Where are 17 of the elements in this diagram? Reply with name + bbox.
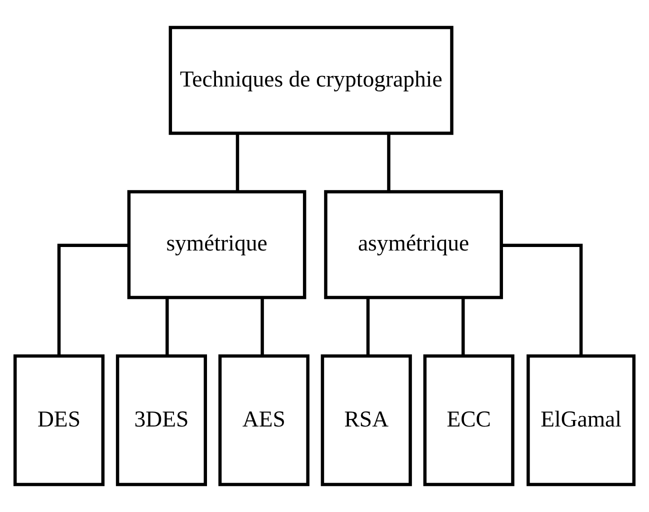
node-box: AES	[218, 354, 310, 486]
connector	[502, 244, 583, 356]
node-box: symétrique	[127, 190, 306, 300]
connector	[57, 244, 129, 356]
node-box: ElGamal	[526, 354, 636, 486]
connector	[387, 133, 390, 192]
node-box: RSA	[320, 354, 412, 486]
connector	[462, 298, 465, 356]
connector	[166, 298, 169, 356]
node-box: Techniques de cryptographie	[168, 26, 454, 135]
node-box: DES	[13, 354, 105, 486]
node-box: ECC	[423, 354, 514, 486]
connector	[366, 298, 370, 356]
connector	[236, 133, 240, 192]
connector	[260, 298, 264, 356]
node-box: asymétrique	[324, 190, 503, 300]
node-box: 3DES	[116, 354, 207, 486]
